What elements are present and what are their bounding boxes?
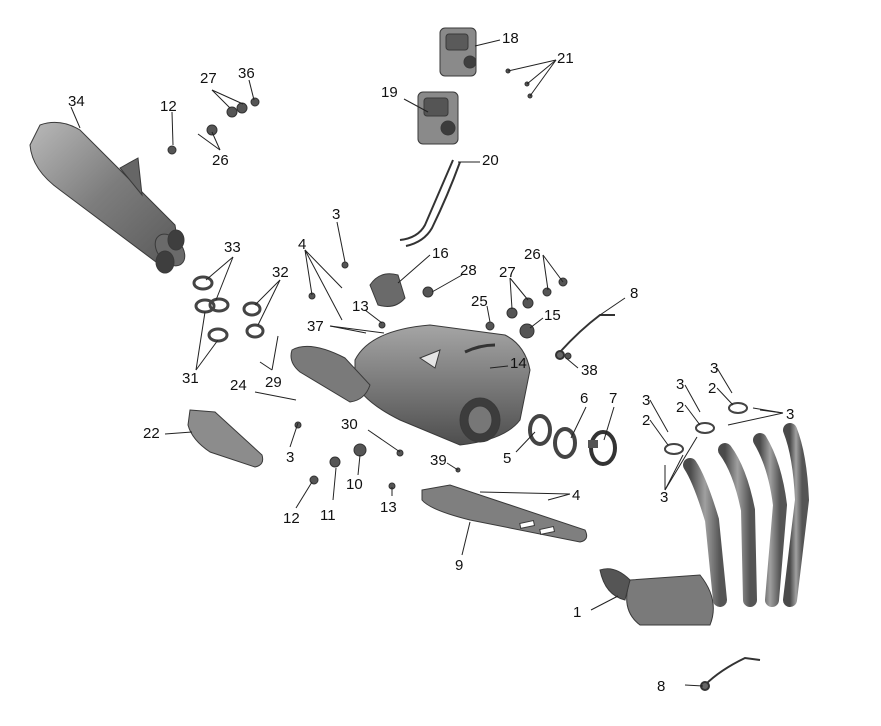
callout-38: 38 (581, 362, 598, 379)
callout-2: 2 (676, 399, 684, 416)
callouts: 1 2 2 2 3 3 3 3 3 3 3 4 4 5 6 7 8 8 9 10… (68, 30, 794, 695)
callout-9: 9 (455, 557, 463, 574)
o2-sensor-8b-part (700, 656, 761, 691)
callout-27: 27 (499, 264, 516, 281)
callout-28: 28 (460, 262, 477, 279)
callout-31: 31 (182, 370, 199, 387)
callout-26: 26 (524, 246, 541, 263)
gasket-6-part (553, 427, 577, 459)
leader-lines (70, 39, 784, 687)
header-pipes-part (683, 423, 810, 607)
callout-3: 3 (286, 449, 294, 466)
callout-11: 11 (320, 507, 336, 524)
gaskets-2-part (664, 402, 748, 455)
callout-1: 1 (573, 604, 581, 621)
callout-36: 36 (238, 65, 255, 82)
callout-7: 7 (609, 390, 617, 407)
callout-33: 33 (224, 239, 241, 256)
callout-4: 4 (298, 236, 306, 253)
callout-3: 3 (676, 376, 684, 393)
rings-part (192, 275, 265, 343)
gasket-5-part (528, 414, 552, 446)
actuator-19-part (417, 91, 459, 145)
callout-16: 16 (432, 245, 449, 262)
callout-20: 20 (482, 152, 499, 169)
callout-18: 18 (502, 30, 519, 47)
callout-39: 39 (430, 452, 447, 469)
callout-24: 24 (230, 377, 247, 394)
callout-29: 29 (265, 374, 282, 391)
callout-4: 4 (572, 487, 580, 504)
callout-2: 2 (642, 412, 650, 429)
callout-3: 3 (710, 360, 718, 377)
o2-sensor-8a-part (555, 314, 615, 360)
heat-shield-22-part (187, 409, 264, 468)
callout-6: 6 (580, 390, 588, 407)
callout-30: 30 (341, 416, 358, 433)
callout-10: 10 (346, 476, 363, 493)
callout-34: 34 (68, 93, 85, 110)
callout-19: 19 (381, 84, 398, 101)
callout-13: 13 (380, 499, 397, 516)
callout-21: 21 (557, 50, 574, 67)
callout-13: 13 (352, 298, 369, 315)
callout-12: 12 (160, 98, 177, 115)
callout-3: 3 (332, 206, 340, 223)
callout-32: 32 (272, 264, 289, 281)
heat-shield-9-part (421, 484, 588, 543)
clamp-7-part (588, 430, 617, 466)
callout-3: 3 (642, 392, 650, 409)
callout-37: 37 (307, 318, 324, 335)
muffler-part (29, 121, 186, 274)
callout-5: 5 (503, 450, 511, 467)
callout-12: 12 (283, 510, 300, 527)
callout-26: 26 (212, 152, 229, 169)
callout-14: 14 (510, 355, 527, 372)
callout-3: 3 (660, 489, 668, 506)
callout-8: 8 (630, 285, 638, 302)
cable-20-part (399, 159, 461, 247)
callout-25: 25 (471, 293, 488, 310)
callout-15: 15 (544, 307, 561, 324)
callout-27: 27 (200, 70, 217, 87)
collector-1-part (599, 568, 714, 626)
callout-3: 3 (786, 406, 794, 423)
sensor-16-part (369, 273, 406, 307)
actuator-18-part (439, 27, 477, 77)
callout-2: 2 (708, 380, 716, 397)
catalyst-box-part (290, 324, 531, 446)
hardware-part (167, 68, 572, 490)
callout-22: 22 (143, 425, 160, 442)
callout-8: 8 (657, 678, 665, 695)
